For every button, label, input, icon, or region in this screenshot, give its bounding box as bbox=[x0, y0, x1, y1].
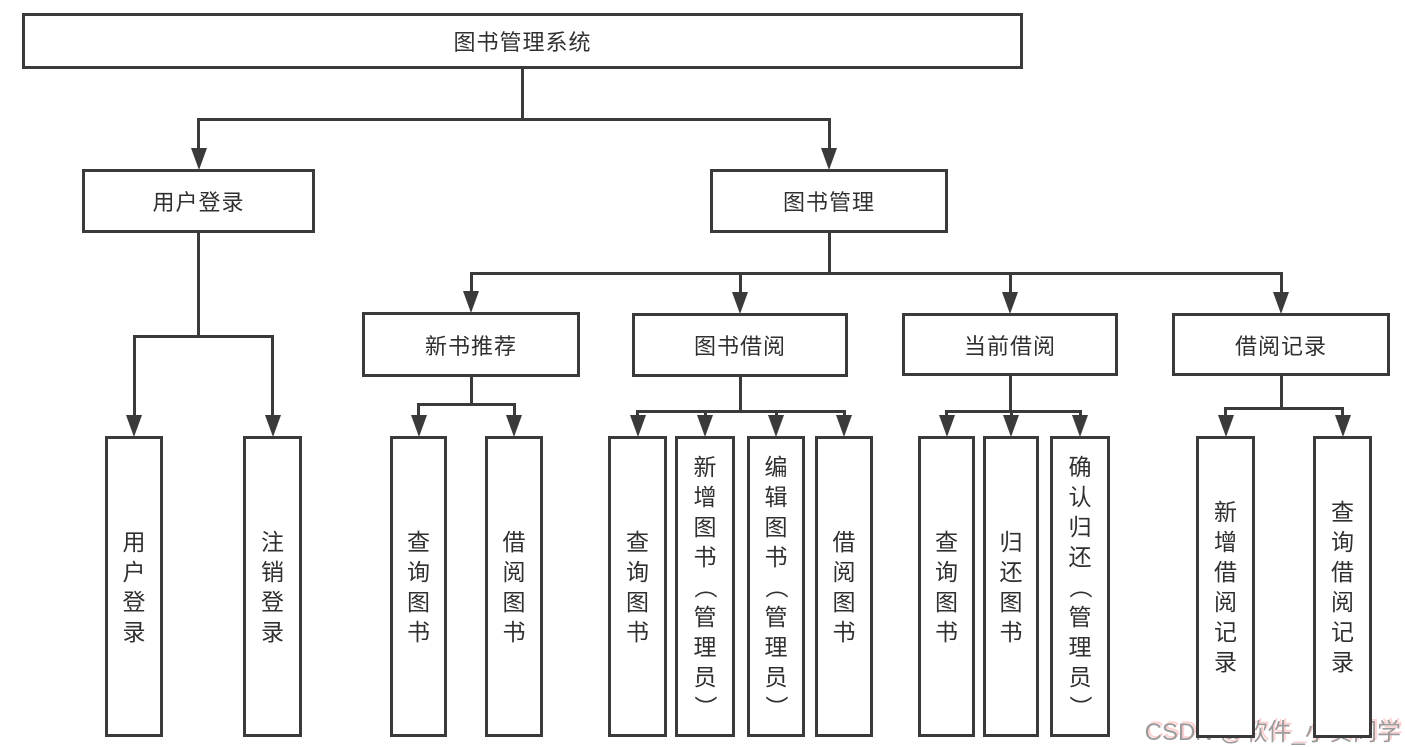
edge-drop bbox=[738, 272, 742, 297]
arrow-down-icon bbox=[190, 148, 207, 170]
arrow-down-icon bbox=[410, 415, 427, 437]
node-current-borrow: 当前借阅 bbox=[902, 313, 1118, 376]
edge-bar bbox=[417, 403, 516, 406]
arrow-down-icon bbox=[1217, 415, 1234, 437]
edge-stem bbox=[827, 231, 831, 273]
edge-stem bbox=[197, 231, 200, 336]
arrow-down-icon bbox=[938, 415, 955, 437]
edge-drop bbox=[1341, 407, 1344, 420]
node-cur-confirm-return: 确认归还（管理员） bbox=[1050, 436, 1110, 737]
node-leaf-user-login: 用户登录 bbox=[105, 436, 163, 737]
arrow-down-icon bbox=[732, 292, 748, 314]
edge-drop bbox=[827, 118, 831, 153]
edge-drop bbox=[1008, 272, 1012, 297]
node-rec-query-record: 查询借阅记录 bbox=[1313, 436, 1372, 738]
arrow-down-icon bbox=[1002, 292, 1018, 314]
node-bor-query-books: 查询图书 bbox=[608, 436, 667, 737]
node-cur-query-books: 查询图书 bbox=[918, 436, 975, 737]
node-rec-add-record: 新增借阅记录 bbox=[1196, 436, 1255, 738]
arrow-down-icon bbox=[1273, 292, 1289, 314]
edge-stem bbox=[1008, 374, 1012, 411]
arrow-down-icon bbox=[1003, 415, 1019, 437]
edge-drop bbox=[1224, 407, 1227, 420]
node-book-borrow: 图书借阅 bbox=[632, 313, 848, 377]
edge-drop bbox=[1279, 272, 1283, 297]
edge-stem bbox=[521, 67, 524, 119]
arrow-down-icon bbox=[506, 415, 522, 437]
node-bor-edit-books: 编辑图书（管理员） bbox=[747, 436, 805, 737]
edge-drop bbox=[197, 118, 200, 153]
edge-bar bbox=[197, 118, 831, 121]
arrow-down-icon bbox=[629, 415, 646, 437]
edge-drop bbox=[469, 272, 473, 296]
edge-drop bbox=[417, 403, 420, 420]
edge-drop bbox=[132, 335, 136, 420]
node-bor-add-books: 新增图书（管理员） bbox=[675, 436, 735, 737]
edge-bar bbox=[636, 410, 846, 413]
edge-bar bbox=[469, 272, 1283, 275]
node-user-login: 用户登录 bbox=[82, 169, 315, 233]
node-new-book-rec: 新书推荐 bbox=[362, 312, 580, 377]
arrow-down-icon bbox=[1072, 415, 1088, 437]
arrow-down-icon bbox=[463, 291, 479, 313]
node-rec-borrow-books: 借阅图书 bbox=[485, 436, 543, 737]
node-leaf-logout: 注销登录 bbox=[243, 436, 302, 737]
arrow-down-icon bbox=[836, 415, 852, 437]
arrow-down-icon bbox=[821, 148, 837, 170]
arrow-down-icon bbox=[697, 415, 713, 437]
arrow-down-icon bbox=[126, 415, 142, 437]
arrow-down-icon bbox=[768, 415, 784, 437]
edge-stem bbox=[1279, 374, 1283, 408]
edge-stem bbox=[738, 375, 742, 411]
node-borrow-records: 借阅记录 bbox=[1172, 313, 1390, 376]
node-rec-query-books: 查询图书 bbox=[390, 436, 447, 737]
arrow-down-icon bbox=[1334, 415, 1351, 437]
edge-stem bbox=[469, 375, 473, 404]
node-book-mgmt: 图书管理 bbox=[710, 169, 948, 233]
node-root: 图书管理系统 bbox=[22, 13, 1023, 69]
edge-drop bbox=[271, 335, 274, 420]
edge-bar bbox=[1224, 407, 1344, 410]
arrow-down-icon bbox=[264, 415, 281, 437]
node-cur-return-books: 归还图书 bbox=[983, 436, 1039, 737]
edge-bar bbox=[132, 335, 274, 338]
edge-bar bbox=[945, 410, 1082, 413]
node-bor-borrow-books: 借阅图书 bbox=[815, 436, 873, 737]
edge-drop bbox=[512, 403, 516, 420]
